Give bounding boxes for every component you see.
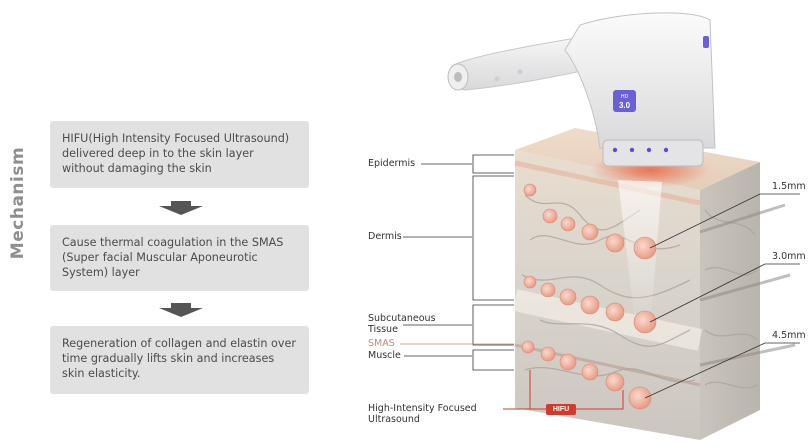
label-subcutaneous: Subcutaneous Tissue [368, 313, 436, 335]
label-dermis: Dermis [368, 231, 402, 242]
label-muscle: Muscle [368, 350, 401, 361]
depth-label-1: 1.5mm [772, 181, 806, 192]
step-1-text: HIFU(High Intensity Focused Ultrasound) … [62, 132, 290, 175]
step-2-text: Cause thermal coagulation in the SMAS (S… [62, 236, 284, 279]
mechanism-title-text: Mechanism [8, 146, 28, 260]
skin-block-side [700, 162, 760, 440]
label-epidermis: Epidermis [368, 158, 416, 169]
hifu-tag: HIFU [546, 404, 576, 415]
step-2-box: Cause thermal coagulation in the SMAS (S… [50, 225, 309, 291]
step-3-text: Regeneration of collagen and elastin ove… [62, 337, 296, 380]
hifu-handpiece: HD 3.0 [447, 12, 716, 167]
step-3-box: Regeneration of collagen and elastin ove… [50, 326, 309, 394]
label-subcutaneous-line1: Subcutaneous [368, 313, 436, 324]
depth-label-2: 3.0mm [772, 251, 806, 262]
step-1-box: HIFU(High Intensity Focused Ultrasound) … [50, 121, 309, 188]
mechanism-title: Mechanism [0, 146, 36, 260]
device-badge: 3.0 [619, 101, 631, 110]
label-smas: SMAS [368, 338, 395, 349]
label-hifu: High-Intensity Focused Ultrasound [368, 403, 477, 425]
focal-points [521, 183, 657, 410]
label-hifu-line2: Ultrasound [368, 414, 420, 425]
down-arrow-icon [159, 303, 203, 317]
down-arrow-icon [159, 201, 203, 215]
skin-cross-section-illustration: HD 3.0 [400, 12, 800, 440]
label-subcutaneous-line2: Tissue [368, 324, 398, 335]
label-hifu-line1: High-Intensity Focused [368, 403, 477, 414]
device-badge-sub: HD [621, 94, 629, 100]
depth-label-3: 4.5mm [772, 330, 806, 341]
